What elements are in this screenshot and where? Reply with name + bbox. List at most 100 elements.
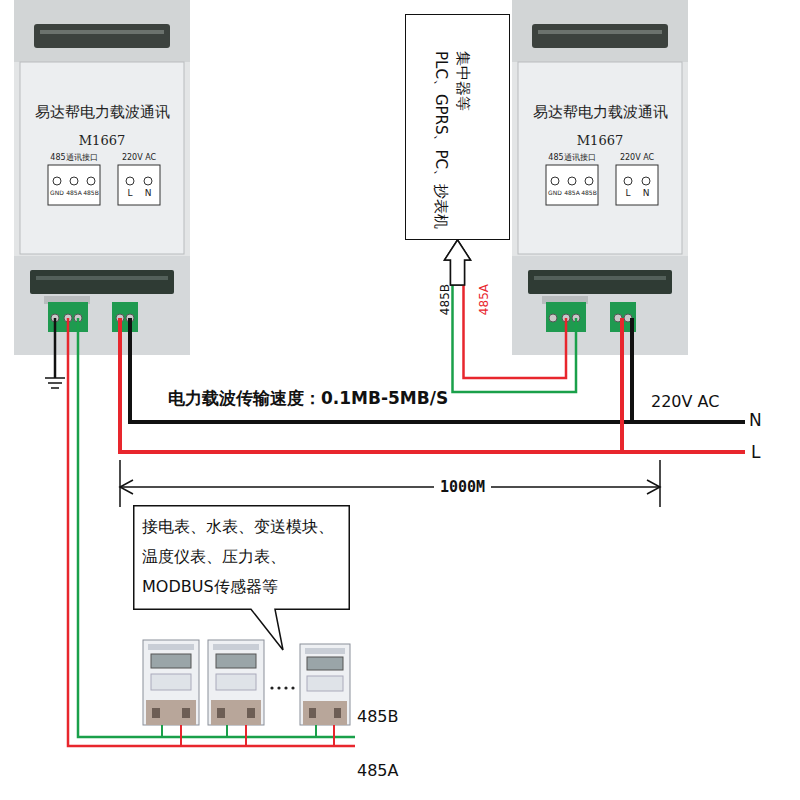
ellipsis-dots	[277, 686, 280, 689]
signal-name: 485A	[478, 284, 491, 315]
meter-symbol	[146, 700, 196, 725]
terminal-wire	[632, 420, 745, 424]
meter-symbol	[208, 640, 264, 725]
terminal-wire	[630, 318, 634, 355]
terminal-label: L	[622, 189, 634, 199]
terminal-wire	[118, 318, 122, 355]
ellipsis-dots	[284, 686, 287, 689]
meter-wire	[161, 725, 163, 737]
terminal-label: 485A	[563, 190, 581, 197]
meter-wire	[162, 725, 334, 746]
meter-symbol	[247, 708, 255, 718]
signal-name: 485B	[357, 708, 399, 726]
model-number: M1667	[14, 134, 190, 148]
model-number: M1667	[512, 134, 688, 148]
meter-wire	[245, 725, 247, 746]
dimension-line	[659, 460, 661, 507]
dimension-label: 1000M	[434, 479, 491, 496]
meter-symbol	[217, 708, 225, 718]
terminal-label: 485B	[82, 190, 100, 197]
meter-symbol	[334, 708, 341, 718]
meter-symbol	[216, 654, 256, 668]
port-label: 485通讯接口	[42, 154, 106, 163]
module-body	[14, 0, 190, 355]
line-name: L	[751, 443, 760, 462]
terminal-label: 485A	[65, 190, 83, 197]
meter-symbol	[151, 674, 191, 690]
terminal-wire	[68, 318, 355, 746]
device-text: PLC、GPRS、PC、抄表机 集中器等	[430, 51, 474, 239]
meter-symbol	[300, 644, 350, 725]
ground-symbol	[51, 387, 59, 389]
terminal-label: N	[142, 189, 154, 199]
meter-symbol	[143, 640, 350, 725]
callout-text: 接电表、水表、变送模块、 温度仪表、压力表、 MODBUS传感器等	[142, 512, 347, 602]
arrow-head	[445, 240, 471, 285]
terminal-wire	[55, 318, 745, 746]
dimension-line	[647, 480, 660, 494]
meter-symbol	[151, 654, 191, 668]
meter-wire	[333, 725, 335, 746]
wire-connector	[445, 240, 567, 378]
device-box: PLC、GPRS、PC、抄表机 集中器等	[405, 14, 510, 240]
port-label: 485通讯接口	[540, 154, 604, 163]
voltage-label: 220V AC	[651, 393, 719, 411]
terminal-wire	[565, 318, 568, 355]
wire-connector	[130, 355, 632, 422]
wire-connector	[453, 285, 577, 392]
ground-symbol	[45, 377, 65, 379]
module-title: 易达帮电力载波通讯	[512, 104, 688, 121]
terminal-label: GND	[546, 190, 564, 197]
edge-label: 电力载波传输速度：0.1MB-5MB/S	[168, 389, 448, 408]
module-body	[512, 0, 688, 355]
terminal-wire	[622, 450, 745, 454]
terminal-label: L	[124, 189, 136, 199]
wire-connector	[120, 355, 622, 452]
terminal-wire	[620, 318, 624, 355]
meter-symbol	[305, 648, 345, 654]
arrow-head	[445, 240, 471, 285]
meter-symbol	[211, 700, 261, 725]
callout-outline	[134, 506, 350, 650]
ground-symbol	[48, 382, 62, 384]
wire-connector	[130, 355, 632, 422]
wire-connector	[464, 285, 567, 378]
dimension-line	[120, 460, 660, 507]
meter-symbol	[303, 701, 347, 725]
port-label: 220V AC	[114, 154, 164, 163]
meter-wire	[226, 725, 228, 737]
ellipsis-dots	[270, 686, 294, 689]
meter-symbol	[216, 674, 256, 690]
meter-symbol	[182, 708, 190, 718]
port-label: 220V AC	[612, 154, 662, 163]
terminal-label: 485B	[580, 190, 598, 197]
meter-symbol	[143, 640, 199, 725]
dimension-line	[120, 486, 660, 488]
dimension-line	[120, 480, 133, 494]
meter-wire	[180, 725, 182, 746]
terminal-label: N	[640, 189, 652, 199]
carrier-module: 易达帮电力载波通讯 M1667 485通讯接口 220V AC GND485A485B L…	[14, 0, 190, 355]
ground-symbol	[45, 378, 65, 388]
module-title: 易达帮电力载波通讯	[14, 104, 190, 121]
signal-name: 485B	[439, 284, 452, 315]
meter-symbol	[148, 644, 194, 650]
callout-bubble: 接电表、水表、变送模块、 温度仪表、压力表、 MODBUS传感器等	[133, 505, 350, 610]
terminal-label: GND	[48, 190, 66, 197]
meter-wire	[315, 725, 317, 737]
meter-symbol	[213, 644, 259, 650]
terminal-wire	[54, 318, 57, 378]
terminal-wire	[128, 318, 132, 355]
carrier-module: 易达帮电力载波通讯 M1667 485通讯接口 220V AC GND485A485B L…	[512, 0, 688, 355]
meter-symbol	[307, 676, 343, 691]
meter-symbol	[307, 657, 343, 670]
meter-symbol	[309, 708, 316, 718]
ellipsis-dots	[291, 686, 294, 689]
wire-connector	[445, 240, 577, 392]
meter-symbol	[152, 708, 160, 718]
line-name: N	[749, 411, 762, 430]
terminal-wire	[575, 318, 578, 355]
wire-connector	[120, 355, 622, 452]
ellipsis-dots	[270, 686, 273, 689]
